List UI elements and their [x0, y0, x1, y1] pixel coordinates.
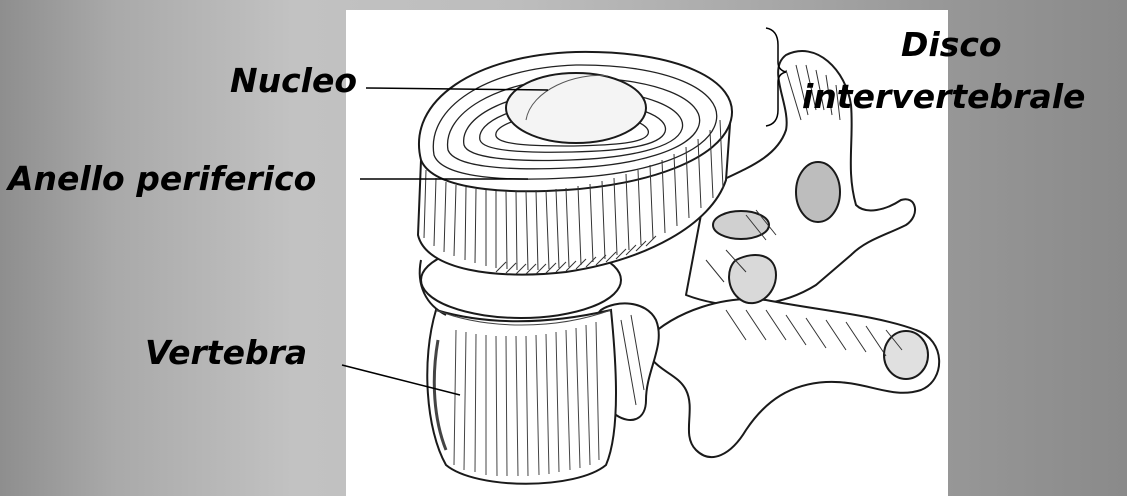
disco-label-line2: intervertebrale [802, 78, 1085, 115]
nucleo-label: Nucleo [230, 62, 357, 99]
anello-periferico-label: Anello periferico [8, 160, 316, 197]
nucleus-pulposus [506, 73, 646, 143]
vertebra-label: Vertebra [145, 334, 307, 371]
disco-label-line1: Disco [901, 26, 1002, 63]
vertebral-body [420, 242, 621, 484]
